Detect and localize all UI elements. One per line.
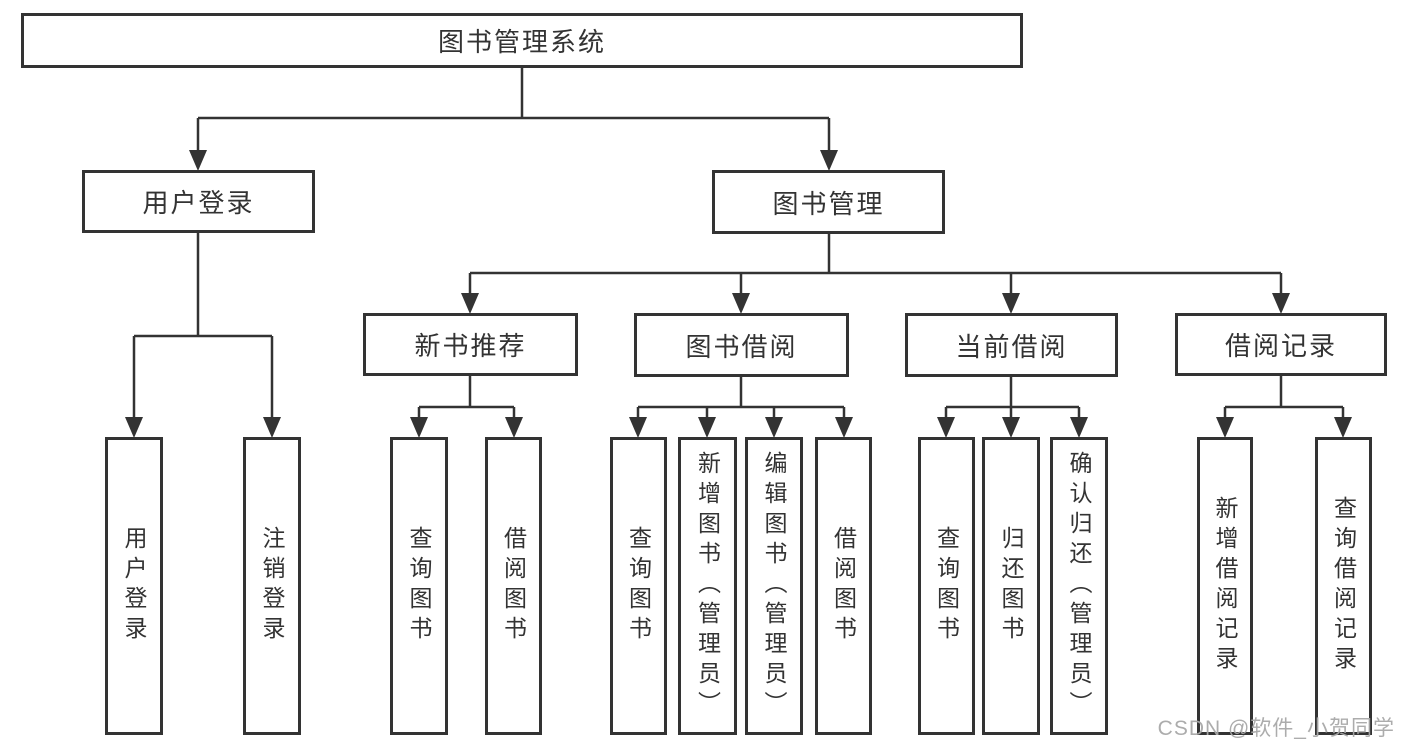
arrowheads (125, 150, 1352, 438)
leaf-user-login-label: 用户登录 (121, 526, 147, 646)
leaf-borrow-books-recommend: 借阅图书 (485, 437, 542, 735)
leaf-query-borrow-record: 查询借阅记录 (1315, 437, 1372, 735)
node-new-book-recommend: 新书推荐 (363, 313, 578, 376)
leaf-query-books-recommend-label: 查询图书 (406, 526, 432, 646)
leaf-user-login: 用户登录 (105, 437, 163, 735)
node-borrow-records: 借阅记录 (1175, 313, 1387, 376)
leaf-edit-book-admin-label: 编辑图书（管理员） (761, 451, 787, 721)
node-book-management-branch: 图书管理 (712, 170, 945, 234)
leaf-add-book-admin-label: 新增图书（管理员） (694, 451, 721, 721)
leaf-query-borrow-record-label: 查询借阅记录 (1330, 496, 1357, 676)
leaf-return-book-label: 归还图书 (998, 526, 1024, 646)
leaf-borrow-books-recommend-label: 借阅图书 (500, 526, 527, 646)
leaf-logout-label: 注销登录 (259, 526, 285, 646)
node-user-login-branch: 用户登录 (82, 170, 315, 233)
leaf-confirm-return-admin-label: 确认归还（管理员） (1066, 451, 1092, 721)
leaf-borrow-books-borrow-label: 借阅图书 (830, 526, 857, 646)
leaf-query-books-borrow-label: 查询图书 (625, 526, 652, 646)
leaf-query-books-recommend: 查询图书 (390, 437, 448, 735)
leaf-confirm-return-admin: 确认归还（管理员） (1050, 437, 1108, 735)
leaf-add-borrow-record-label: 新增借阅记录 (1212, 496, 1238, 676)
leaf-borrow-books-borrow: 借阅图书 (815, 437, 872, 735)
tree-edges (132, 68, 1345, 418)
leaf-add-borrow-record: 新增借阅记录 (1197, 437, 1253, 735)
leaf-edit-book-admin: 编辑图书（管理员） (745, 437, 803, 735)
leaf-add-book-admin: 新增图书（管理员） (678, 437, 737, 735)
leaf-return-book: 归还图书 (982, 437, 1040, 735)
leaf-query-books-current-label: 查询图书 (933, 526, 960, 646)
node-book-borrow: 图书借阅 (634, 313, 849, 377)
leaf-query-books-borrow: 查询图书 (610, 437, 667, 735)
node-book-management-system: 图书管理系统 (21, 13, 1023, 68)
leaf-query-books-current: 查询图书 (918, 437, 975, 735)
leaf-logout: 注销登录 (243, 437, 301, 735)
csdn-watermark: CSDN @软件_小贺同学 (1157, 717, 1395, 740)
node-current-borrow: 当前借阅 (905, 313, 1118, 377)
